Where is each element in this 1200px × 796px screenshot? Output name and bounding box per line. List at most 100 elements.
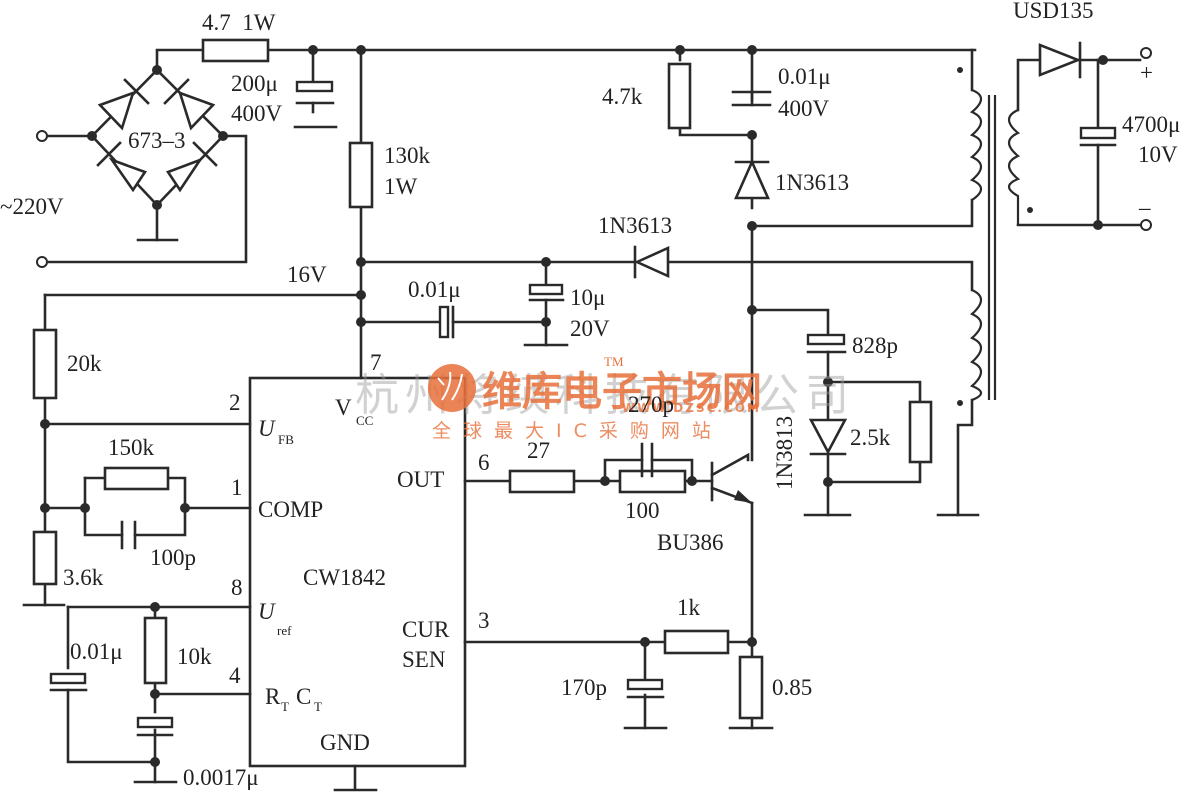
label-out-minus: – xyxy=(1138,195,1151,220)
label-vcc-16v: 16V xyxy=(287,262,327,287)
resistor-27 xyxy=(508,469,576,494)
label-r-comp: 150k xyxy=(108,435,155,460)
pin-number-6: 6 xyxy=(478,450,490,475)
label-c-speedup: 270p xyxy=(628,392,674,417)
label-d-output: USD135 xyxy=(1013,0,1094,23)
label-out-plus: + xyxy=(1140,60,1153,85)
resistor-10k xyxy=(143,616,168,685)
transformer xyxy=(957,67,1033,406)
ground-symbols xyxy=(22,125,980,792)
pin-label-rt-sub: T xyxy=(281,699,289,714)
resistor-4-7k xyxy=(667,62,692,130)
label-c-sense-filter: 170p xyxy=(561,675,607,700)
diodes xyxy=(633,41,1082,456)
pin-number-4: 4 xyxy=(229,663,241,688)
label-c-out-voltage: 10V xyxy=(1138,142,1178,167)
capacitor-4700u xyxy=(1079,126,1117,140)
diode-icon xyxy=(633,245,670,279)
label-r-gate2: 100 xyxy=(625,498,660,523)
label-r-input: 4.7 1W xyxy=(202,10,276,35)
label-d-rcd: 1N3813 xyxy=(772,416,797,490)
ic-cw1842 xyxy=(248,376,467,768)
pin-number-8: 8 xyxy=(231,575,243,600)
capacitor-828p xyxy=(806,333,846,346)
resistor-3-6k xyxy=(32,530,58,586)
capacitor-200u xyxy=(295,80,334,93)
resistor-0-85 xyxy=(738,655,764,720)
terminals xyxy=(36,47,1152,268)
pin-number-3: 3 xyxy=(478,608,490,633)
junction-dots xyxy=(40,45,1108,767)
label-c-ref: 0.01μ xyxy=(70,639,123,664)
diode-icon xyxy=(96,141,147,193)
watermark-tm: TM xyxy=(604,354,624,369)
pin-label-ct-sub: T xyxy=(314,699,322,714)
capacitor-0-01u-ref xyxy=(49,672,87,685)
diode-icon xyxy=(1038,41,1082,79)
diode-icon xyxy=(808,418,848,456)
watermark-brand: 维库电子市场网 xyxy=(482,369,762,415)
label-ac-input: ~220V xyxy=(0,194,64,219)
label-c-bulk-value: 200μ xyxy=(231,71,278,96)
label-r-rcd: 2.5k xyxy=(850,425,891,450)
capacitor-0-01u-vcc xyxy=(438,305,450,339)
pin-label-comp: COMP xyxy=(258,497,323,522)
resistor-130k xyxy=(348,141,374,209)
capacitor-270p xyxy=(640,442,654,478)
pin-label-sen: SEN xyxy=(402,647,446,672)
watermark-slogan: 全球最大IC采购网站 xyxy=(432,420,723,442)
pin-label-cur: CUR xyxy=(402,617,450,642)
label-c-rcd: 828p xyxy=(852,333,898,358)
label-c-vcc-small: 0.01μ xyxy=(408,277,461,302)
pin-label-ufb: U xyxy=(258,416,276,441)
capacitor-10u xyxy=(528,283,564,296)
label-r-sense: 0.85 xyxy=(772,675,812,700)
pin-label-vcc: V xyxy=(335,395,352,420)
label-transistor: BU386 xyxy=(657,530,723,555)
resistor-20k xyxy=(32,328,58,400)
resistor-1k xyxy=(663,629,730,655)
label-c-comp: 100p xyxy=(150,545,196,570)
label-r-start-power: 1W xyxy=(384,174,418,199)
pin-label-ct: C xyxy=(296,684,311,709)
label-r-sense-filter: 1k xyxy=(677,595,701,620)
capacitor-170p xyxy=(626,678,664,691)
ac-input-terminal xyxy=(36,130,48,142)
label-c-vcc-value: 10μ xyxy=(570,285,605,310)
diode-icon xyxy=(163,78,216,131)
pin-label-uref: U xyxy=(258,599,276,624)
resistor-4-7-1w xyxy=(201,38,270,63)
label-r-t: 10k xyxy=(177,644,212,669)
label-d-aux: 1N3613 xyxy=(598,213,672,238)
label-r-snubber: 4.7k xyxy=(602,84,643,109)
labels: 4.7 1W 200μ 400V 673–3 ~220V 130k 1W 4.7… xyxy=(0,0,1180,790)
label-r-fb-bottom: 3.6k xyxy=(63,565,104,590)
ac-input-terminal xyxy=(36,256,48,268)
pin-label-out: OUT xyxy=(397,467,444,492)
diode-icon xyxy=(733,158,771,200)
diode-icon xyxy=(97,78,150,131)
label-bridge: 673–3 xyxy=(128,128,186,153)
resistor-2-5k xyxy=(908,400,933,464)
label-r-fb-top: 20k xyxy=(67,351,102,376)
ground-icon xyxy=(333,764,378,792)
output-minus-terminal xyxy=(1140,219,1152,231)
watermark-url: WWW.DZSC.COM xyxy=(622,401,761,415)
ic-name: CW1842 xyxy=(303,565,386,590)
capacitor-0-0017u xyxy=(136,716,174,729)
label-c-vcc-voltage: 20V xyxy=(570,316,610,341)
label-c-snubber-voltage: 400V xyxy=(778,96,830,121)
label-r-start-value: 130k xyxy=(384,143,431,168)
polarity-dot-icon xyxy=(957,67,963,73)
label-c-snubber-value: 0.01μ xyxy=(778,64,831,89)
pin-label-uref-sub: ref xyxy=(277,623,292,638)
transistor-bu386 xyxy=(710,452,754,505)
pin-number-2: 2 xyxy=(229,390,241,415)
pin-label-vcc-sub: CC xyxy=(356,413,373,428)
pin-label-ufb-sub: FB xyxy=(278,432,294,447)
capacitors xyxy=(49,80,1117,737)
pin-label-rt: R xyxy=(265,684,281,709)
diode-icon xyxy=(166,141,218,193)
label-d-snubber: 1N3613 xyxy=(775,170,849,195)
